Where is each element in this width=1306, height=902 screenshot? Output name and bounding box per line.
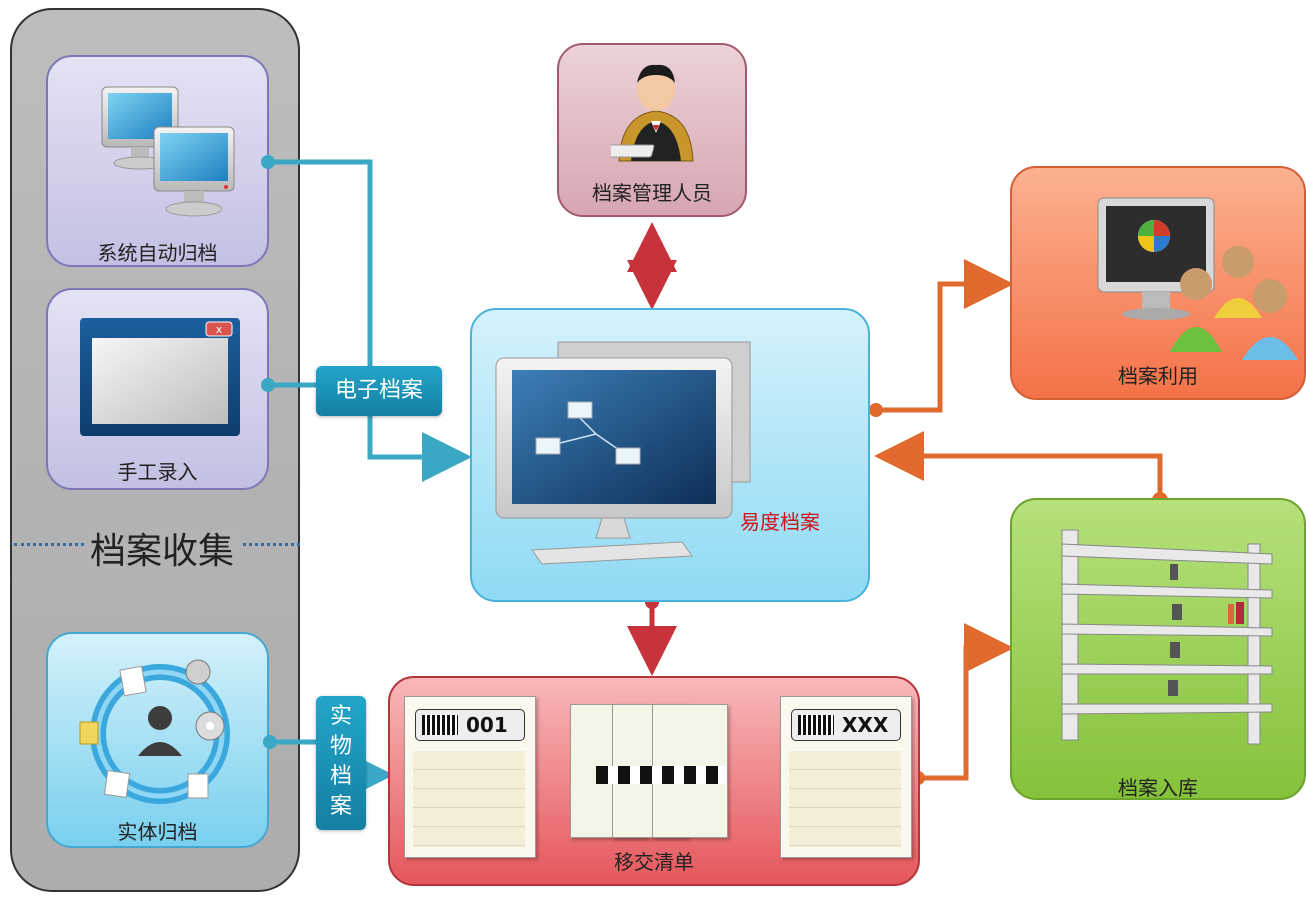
computers-icon	[101, 86, 235, 217]
doc2-code-label: XXX	[791, 709, 901, 741]
barcode-icon	[422, 715, 458, 735]
electronic-archive-tag: 电子档案	[316, 366, 442, 416]
archive-user-icon	[79, 659, 230, 804]
doc2-table	[789, 751, 901, 847]
storage-card[interactable]: 档案入库	[1010, 498, 1306, 800]
monitor-network-icon	[495, 341, 751, 565]
transfer-label: 移交清单	[614, 850, 694, 874]
storage-label: 档案入库	[1118, 776, 1198, 800]
physical-archive-tag: 实 物 档 案	[316, 696, 366, 830]
admin-card[interactable]: 档案管理人员	[557, 43, 747, 217]
orange-lines	[874, 259, 1163, 781]
doc2-code: XXX	[842, 713, 889, 737]
tag-char-1: 实	[329, 704, 352, 729]
transfer-doc-5: XXX	[780, 696, 912, 858]
collection-title: 档案收集	[84, 522, 241, 574]
tag-char-4: 案	[329, 794, 352, 819]
physical-archive-card[interactable]: 实体归档	[46, 632, 269, 848]
transfer-list-card[interactable]: 001 XXX 移交清单	[388, 676, 920, 886]
dots-row-icon	[596, 766, 726, 784]
dot-center-right	[869, 403, 883, 417]
dot-manual	[261, 378, 275, 392]
doc1-table	[413, 751, 525, 847]
system-name: 易度档案	[740, 510, 820, 534]
admin-person-icon	[611, 64, 694, 162]
bookshelf-icon	[1061, 529, 1273, 745]
tag-char-2: 物	[329, 734, 352, 759]
usage-label: 档案利用	[1118, 364, 1198, 388]
doc1-code: 001	[466, 713, 508, 737]
barcode-icon	[798, 715, 834, 735]
admin-label: 档案管理人员	[592, 181, 712, 205]
doc1-code-label: 001	[415, 709, 525, 741]
manual-entry-label: 手工录入	[117, 460, 198, 484]
usage-card[interactable]: 档案利用	[1010, 166, 1306, 400]
svg-text:x: x	[216, 323, 223, 336]
dot-auto	[261, 155, 275, 169]
system-center-card[interactable]: 易度档案	[470, 308, 870, 602]
physical-archive-label: 实体归档	[117, 820, 198, 844]
tag-char-3: 档	[329, 764, 352, 789]
transfer-doc-1: 001	[404, 696, 536, 858]
usage-users-icon	[1097, 197, 1298, 360]
window-icon: x	[80, 318, 240, 436]
manual-entry-card[interactable]: x 手工录入	[46, 288, 269, 490]
auto-archive-card[interactable]: 系统自动归档	[46, 55, 269, 267]
auto-archive-label: 系统自动归档	[97, 241, 218, 265]
dot-physical	[263, 735, 277, 749]
